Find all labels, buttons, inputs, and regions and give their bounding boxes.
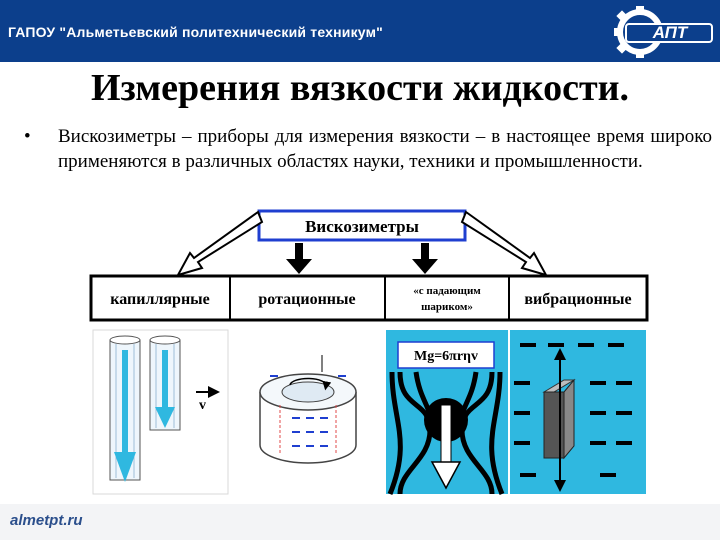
footer-bar bbox=[0, 504, 720, 540]
down-arrows bbox=[286, 243, 438, 274]
falling-ball-panel: Mg=6πrηv bbox=[386, 330, 508, 495]
type-rotational: ротационные bbox=[258, 291, 355, 308]
bullet-mark: • bbox=[24, 126, 31, 147]
flow-arrow-short bbox=[155, 407, 175, 428]
organization-name: ГАПОУ "Альметьевский политехнический тех… bbox=[8, 24, 383, 40]
branch-arrows bbox=[175, 210, 549, 277]
ball-fall-arrow bbox=[430, 461, 462, 490]
flow-arrow-long bbox=[114, 452, 136, 482]
logo-text: АПТ bbox=[652, 23, 689, 42]
vibration-up-arrow bbox=[554, 348, 566, 360]
site-link[interactable]: almetpt.ru bbox=[10, 512, 83, 529]
type-vibration: вибрационные bbox=[524, 291, 631, 308]
vibration-down-arrow bbox=[554, 480, 566, 492]
bullet-text: Вискозиметры – приборы для измерения вяз… bbox=[58, 126, 712, 172]
type-falling-ball-1: «с падающим bbox=[413, 285, 481, 297]
header-bar: ГАПОУ "Альметьевский политехнический тех… bbox=[0, 0, 720, 62]
capillary-panel: v bbox=[92, 329, 229, 495]
rotational-panel bbox=[236, 330, 382, 494]
type-falling-ball-2: шариком» bbox=[421, 301, 473, 313]
slide-title: Измерения вязкости жидкости. bbox=[90, 67, 630, 109]
type-capillary: капиллярные bbox=[110, 291, 210, 308]
root-box bbox=[257, 209, 467, 242]
velocity-label: v bbox=[199, 398, 206, 413]
root-label: Вискозиметры bbox=[305, 217, 419, 236]
gear-logo-icon: АПТ bbox=[614, 6, 713, 58]
category-bar bbox=[89, 274, 649, 322]
arrow-left bbox=[175, 210, 264, 277]
vibration-panel bbox=[510, 330, 646, 494]
arrow-down-falling-ball bbox=[421, 243, 429, 261]
arrow-down-rotational bbox=[295, 243, 303, 261]
formula-label: Mg=6πrηv bbox=[414, 349, 478, 364]
arrow-right bbox=[460, 210, 549, 277]
